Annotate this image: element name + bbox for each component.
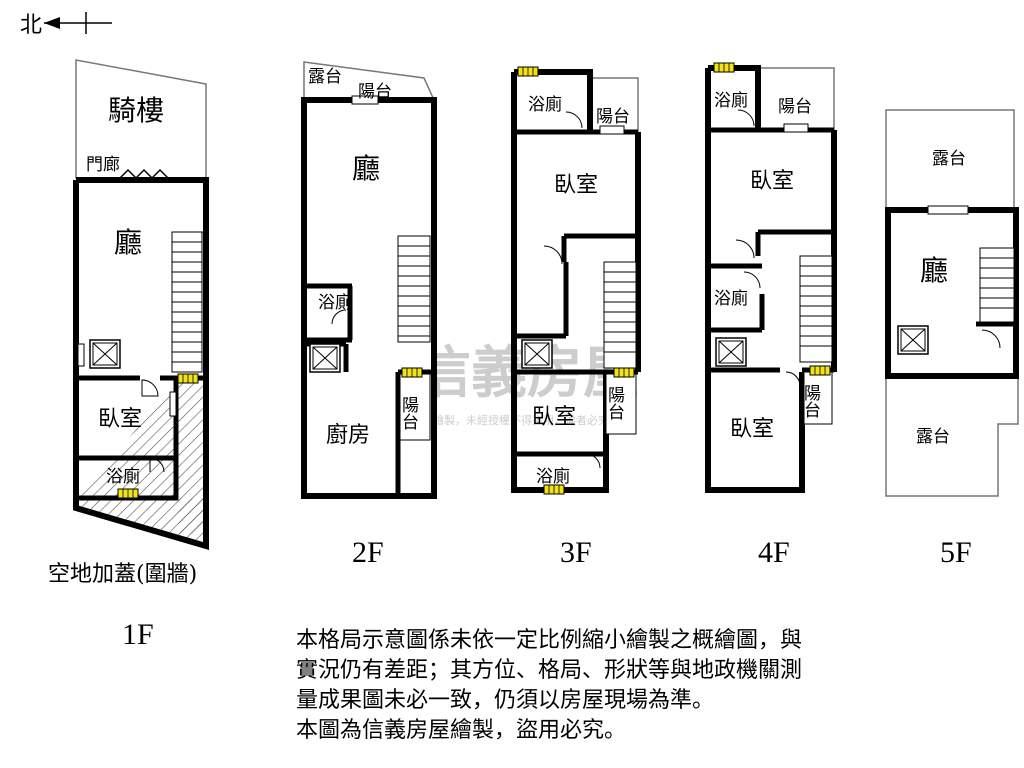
door-swing-icon (585, 453, 601, 469)
floor-label-1f: 1F (122, 618, 154, 651)
north-label: 北 (20, 13, 42, 38)
stairs-4f (799, 255, 833, 363)
elevator-icon (521, 339, 553, 369)
terrace-bottom-5f (885, 375, 1019, 497)
floor-3f: 浴廁 陽台 臥室 臥室 陽台 浴廁 3F (511, 66, 641, 569)
folding-door-icon (119, 168, 169, 180)
label-bath-top-4f: 浴廁 (714, 90, 748, 111)
label-bath-mid-4f: 浴廁 (714, 288, 748, 309)
door-swing-icon (141, 379, 159, 397)
label-bath-1f: 浴廁 (106, 466, 140, 487)
door-swing-icon (743, 271, 761, 289)
elevator-icon (897, 325, 929, 355)
balcony-side-4f (803, 371, 833, 425)
label-balcony-side-4f: 陽台 (800, 384, 820, 418)
window-icon (713, 62, 735, 73)
label-balcony-top-2f: 陽台 (358, 82, 392, 102)
outer-walls-4f (705, 68, 805, 493)
window-icon (517, 66, 539, 77)
disclaimer-line: 量成果圖未必一致，仍須以房屋現場為準。 (296, 688, 715, 713)
door-swing-icon (149, 457, 165, 473)
floor-label-5f: 5F (940, 536, 972, 569)
door-swing-icon (543, 245, 563, 265)
stairs-5f (979, 247, 1015, 323)
label-balcony-side-2f: 陽台 (398, 396, 418, 430)
floor-1f: 騎樓 門廊 廳 臥室 浴廁 空地加蓋(圍牆) 1F (48, 59, 209, 651)
svg-text:浴廁: 浴廁 (318, 292, 352, 313)
door-swing-icon (737, 109, 755, 127)
label-balcony-side-3f: 陽台 (604, 386, 624, 420)
elevator-icon (89, 339, 121, 369)
label-bedroom-top-4f: 臥室 (750, 169, 794, 194)
stairs-1f (171, 231, 203, 373)
label-bedroom-top-3f: 臥室 (554, 173, 598, 198)
door-swing-icon (981, 329, 1001, 349)
label-bath-top-3f: 浴廁 (528, 94, 562, 115)
stairs-3f (603, 261, 637, 369)
window-icon (177, 373, 199, 384)
floor-2f: 露台 陽台 廳 浴廁 廚房 陽台 2F (301, 61, 437, 569)
window-icon (117, 488, 139, 499)
label-porch: 門廊 (86, 155, 120, 175)
label-bedroom-1f: 臥室 (98, 407, 142, 432)
label-arcade: 騎樓 (108, 94, 164, 127)
label-living-5f: 廳 (920, 254, 948, 287)
label-bath-2f: 浴廁 (318, 292, 352, 313)
elevator-icon (309, 343, 341, 373)
label-balcony-top-4f: 陽台 (778, 97, 812, 117)
floor-5f: 露台 廳 露台 5F (885, 109, 1019, 569)
balcony-side-3f (605, 373, 637, 435)
floor-label-2f: 2F (352, 536, 384, 569)
disclaimer-line: 本格局示意圖係未依一定比例縮小繪製之概繪圖，與 (296, 628, 803, 653)
floor-4f: 浴廁 陽台 臥室 浴廁 臥室 陽台 4F (705, 62, 837, 569)
window-icon (401, 367, 423, 378)
label-bath-bottom-3f: 浴廁 (536, 466, 570, 487)
disclaimer-line: 本圖為信義房屋繪製，盜用必究。 (296, 718, 627, 743)
door-swing-icon (565, 111, 583, 129)
label-bedroom-bottom-3f: 臥室 (532, 405, 576, 430)
label-living-1f: 廳 (114, 226, 142, 259)
floor-label-4f: 4F (758, 536, 790, 569)
label-kitchen-2f: 廚房 (326, 423, 370, 448)
north-compass: 北 (20, 12, 112, 38)
door-swing-icon (735, 239, 755, 259)
label-living-2f: 廳 (352, 152, 380, 185)
floor-label-3f: 3F (560, 536, 592, 569)
label-terrace-top-5f: 露台 (932, 149, 966, 169)
label-terrace-2f: 露台 (308, 67, 342, 87)
window-icon (809, 365, 831, 376)
door-swing-icon (331, 309, 347, 325)
north-arrow-icon (44, 12, 112, 34)
stairs-2f (397, 235, 431, 343)
elevator-icon (715, 337, 747, 367)
label-bedroom-bottom-4f: 臥室 (730, 417, 774, 442)
window-icon (613, 367, 635, 378)
disclaimer-note: 本格局示意圖係未依一定比例縮小繪製之概繪圖，與 實況仍有差距；其方位、格局、形狀… (296, 626, 956, 746)
label-extension: 空地加蓋(圍牆) (48, 562, 197, 587)
label-balcony-top-3f: 陽台 (596, 107, 630, 127)
door-swing-icon (785, 371, 801, 387)
label-terrace-bottom-5f: 露台 (916, 427, 950, 447)
disclaimer-line: 實況仍有差距；其方位、格局、形狀等與地政機關測 (296, 658, 803, 683)
